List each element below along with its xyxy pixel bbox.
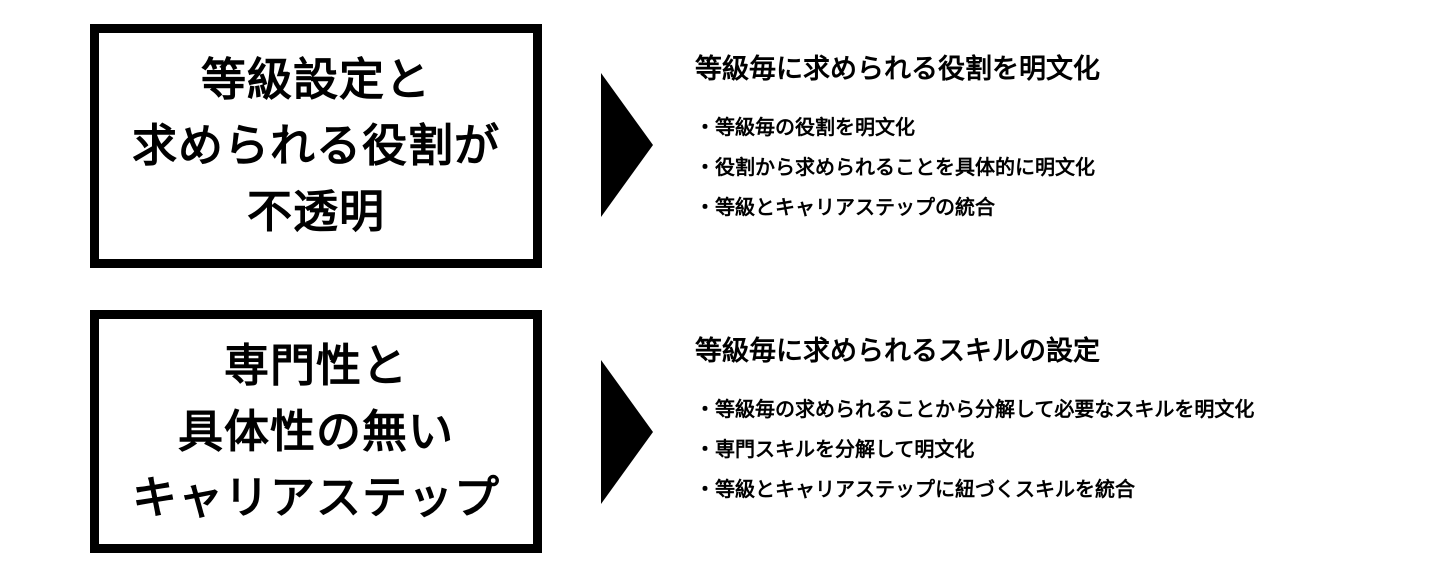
solution-bullet-item: ・役割から求められることを具体的に明文化 <box>695 157 1095 179</box>
solution-bullet-item: ・等級毎の求められることから分解して必要なスキルを明文化 <box>695 399 1255 421</box>
problem-box-line: 求められる役割が <box>131 120 500 171</box>
problem-box-line: 具体性の無い <box>177 405 454 457</box>
problem-box-line: 不透明 <box>246 186 385 237</box>
solution-heading: 等級毎に求められる役割を明文化 <box>695 54 1100 84</box>
solution-block-roles: 等級毎に求められる役割を明文化 ・等級毎の役割を明文化 ・役割から求められること… <box>695 50 1415 228</box>
problem-box-text: 専門性と 具体性の無い キャリアステップ <box>132 333 500 531</box>
problem-box-line: キャリアステップ <box>131 471 500 523</box>
solution-block-skills: 等級毎に求められるスキルの設定 ・等級毎の求められることから分解して必要なスキル… <box>695 332 1415 510</box>
solution-bullet-list: ・等級毎の役割を明文化 ・役割から求められることを具体的に明文化 ・等級とキャリ… <box>695 108 1415 228</box>
problem-box-line: 専門性と <box>223 339 408 391</box>
solution-bullet-item: ・等級とキャリアステップに紐づくスキルを統合 <box>695 479 1135 501</box>
solution-heading: 等級毎に求められるスキルの設定 <box>695 336 1100 366</box>
right-arrow-icon <box>601 73 653 217</box>
problem-box-career: 専門性と 具体性の無い キャリアステップ <box>90 310 542 553</box>
right-arrow-icon <box>601 360 653 504</box>
solution-bullet-list: ・等級毎の求められることから分解して必要なスキルを明文化 ・専門スキルを分解して… <box>695 390 1415 510</box>
solution-bullet-item: ・等級とキャリアステップの統合 <box>695 197 995 219</box>
solution-bullet-item: ・等級毎の役割を明文化 <box>695 117 915 139</box>
problem-box-text: 等級設定と 求められる役割が 不透明 <box>132 47 500 245</box>
problem-box-line: 等級設定と <box>200 54 431 105</box>
solution-bullet-item: ・専門スキルを分解して明文化 <box>695 439 975 461</box>
problem-box-grades: 等級設定と 求められる役割が 不透明 <box>90 24 542 268</box>
